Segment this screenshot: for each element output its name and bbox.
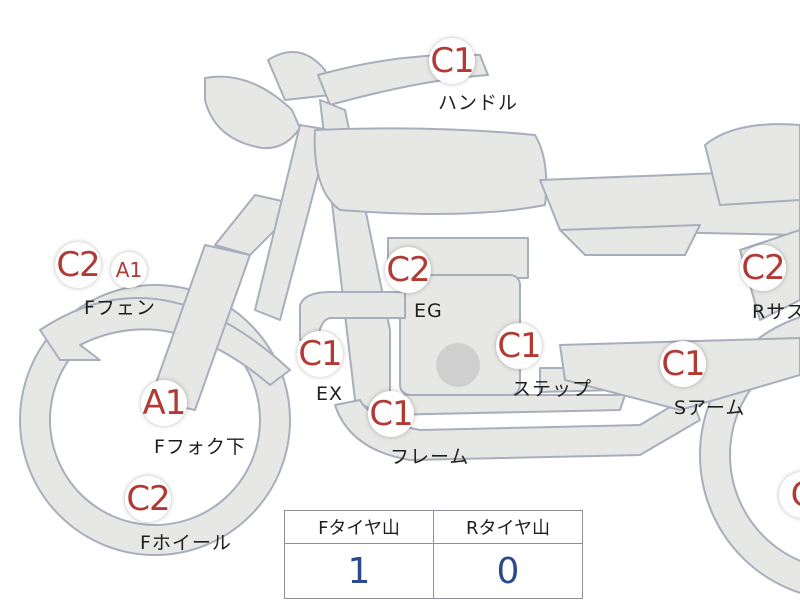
rear-wheel-badge: C — [779, 472, 800, 518]
front-fender-badge-a: A1 — [111, 252, 147, 288]
swing-arm-label: Sアーム — [674, 397, 746, 419]
engine-label: EG — [414, 300, 443, 322]
handle-label: ハンドル — [438, 92, 519, 114]
frame-label: フレーム — [390, 446, 470, 468]
front-fender-badge-c: C2 — [55, 242, 101, 288]
front-fork-badge: A1 — [141, 380, 187, 426]
exhaust-label: EX — [316, 383, 344, 405]
front-tire-header: Fタイヤ山 — [284, 510, 434, 544]
frame-badge: C1 — [368, 391, 414, 437]
fuel-tank-shape — [313, 127, 548, 215]
engine-badge: C2 — [385, 247, 431, 293]
rear-tire-value: 0 — [433, 543, 583, 599]
headlight-shape — [204, 75, 301, 150]
front-fender-label: Fフェン — [84, 297, 156, 319]
rear-tire-header: Rタイヤ山 — [433, 510, 583, 544]
side-cover-shape — [559, 224, 701, 256]
handle-badge: C1 — [429, 38, 475, 84]
tire-table-header-row: Fタイヤ山 Rタイヤ山 — [284, 510, 583, 544]
tire-table-value-row: 1 0 — [284, 543, 583, 599]
rear-suspension-label: Rサス — [752, 301, 800, 323]
tire-tread-table: Fタイヤ山 Rタイヤ山 1 0 — [284, 510, 583, 599]
front-wheel-label: Fホイール — [140, 532, 232, 554]
front-fork-label: Fフォク下 — [154, 436, 246, 458]
step-badge: C1 — [496, 323, 542, 369]
swing-arm-badge: C1 — [660, 341, 706, 387]
rear-suspension-badge: C2 — [740, 245, 786, 291]
front-tire-value: 1 — [284, 543, 434, 599]
step-label: ステップ — [512, 378, 593, 400]
front-fender-shape — [39, 297, 291, 386]
front-wheel-badge: C2 — [125, 476, 171, 522]
exhaust-badge: C1 — [297, 331, 343, 377]
